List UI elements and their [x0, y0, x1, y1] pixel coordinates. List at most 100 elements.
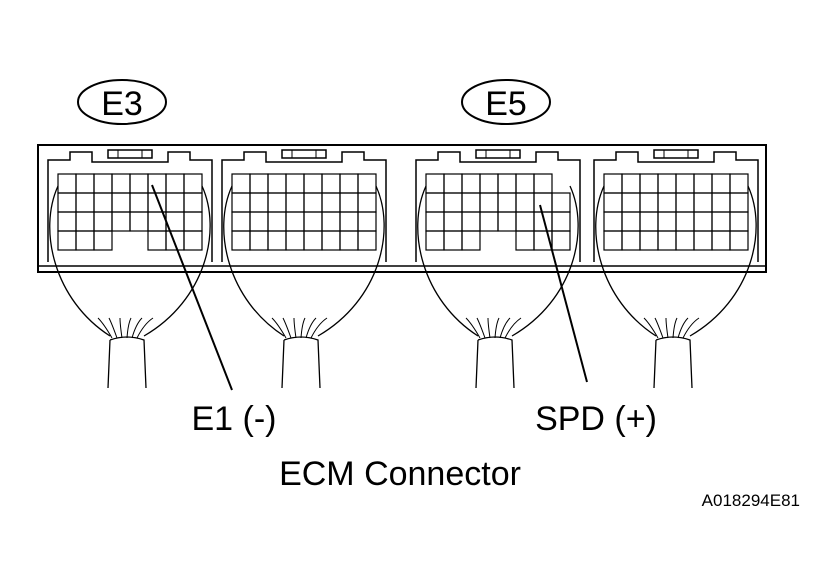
terminal-cavity [711, 173, 731, 194]
harness-bundle [281, 336, 321, 389]
terminal-cavity [183, 173, 203, 194]
terminal-cavity [111, 211, 131, 232]
terminal-cavity [267, 211, 287, 232]
harness-bundle [475, 336, 515, 389]
terminal-cavity [693, 211, 713, 232]
terminal-cavity [249, 230, 269, 251]
connector-id-e5-label: E5 [485, 85, 527, 123]
terminal-cavity [639, 173, 659, 194]
terminal-cavity [321, 230, 341, 251]
terminal-cavity [621, 230, 641, 251]
terminal-cavity [479, 211, 499, 232]
connector-blocks [47, 149, 759, 262]
terminal-cavity [339, 192, 359, 213]
terminal-cavity [621, 173, 641, 194]
terminal-cavity [639, 211, 659, 232]
terminal-cavity [461, 173, 481, 194]
terminal-cavity [357, 173, 377, 194]
terminal-cavity [303, 173, 323, 194]
terminal-cavity [285, 192, 305, 213]
harness-bundle [653, 336, 693, 389]
terminal-cavity [339, 173, 359, 194]
terminal-cavity [231, 230, 251, 251]
connector-latch [475, 149, 521, 159]
terminal-cavity [497, 192, 517, 213]
terminal-cavity [183, 211, 203, 232]
terminal-cavity [285, 230, 305, 251]
terminal-cavity [321, 211, 341, 232]
terminal-cavity [111, 192, 131, 213]
terminal-cavity [129, 192, 149, 213]
terminal-cavity [461, 211, 481, 232]
terminal-cavity [165, 230, 185, 251]
connector-block-1 [47, 149, 213, 262]
harness-bundle [107, 336, 147, 389]
terminal-cavity [285, 173, 305, 194]
terminal-cavity [533, 173, 553, 194]
terminal-cavity [657, 230, 677, 251]
terminal-cavity [93, 211, 113, 232]
terminal-cavity [75, 173, 95, 194]
terminal-cavity [357, 211, 377, 232]
terminal-cavity [249, 173, 269, 194]
connector-id-e3-label: E3 [101, 85, 143, 123]
connector-block-2 [221, 149, 387, 262]
diagram-title: ECM Connector [279, 455, 521, 493]
terminal-cavity [443, 211, 463, 232]
terminal-cavity [75, 211, 95, 232]
terminal-cavity [639, 192, 659, 213]
wire-harness-1 [49, 185, 211, 389]
terminal-cavity [603, 211, 623, 232]
figure-code: A018294E81 [702, 491, 800, 510]
terminal-cavity [93, 192, 113, 213]
terminal-cavity [425, 230, 445, 251]
terminal-cavity [111, 173, 131, 194]
terminal-cavity [303, 211, 323, 232]
terminal-cavity [729, 173, 749, 194]
terminal-cavity [129, 173, 149, 194]
terminal-cavity [75, 192, 95, 213]
terminal-cavity [249, 211, 269, 232]
terminal-cavity [515, 230, 535, 251]
terminal-cavity [461, 230, 481, 251]
ecm-housing [37, 144, 767, 273]
terminal-cavity [339, 211, 359, 232]
terminal-cavity [515, 192, 535, 213]
terminal-cavity [693, 173, 713, 194]
terminal-cavity [321, 173, 341, 194]
connector-latch [107, 149, 153, 159]
terminal-cavity [165, 173, 185, 194]
terminal-cavity [303, 230, 323, 251]
terminal-cavity [285, 211, 305, 232]
terminal-cavity [515, 211, 535, 232]
terminal-cavity [711, 211, 731, 232]
spd-terminal-label: SPD (+) [535, 400, 657, 438]
terminal-cavity [165, 192, 185, 213]
terminal-cavity [183, 230, 203, 251]
terminal-cavity [657, 173, 677, 194]
terminal-cavity [551, 230, 571, 251]
terminal-cavity [57, 173, 77, 194]
connector-id-e5: E5 [461, 79, 551, 125]
terminal-cavity [639, 230, 659, 251]
terminal-cavity [711, 192, 731, 213]
terminal-cavity [729, 192, 749, 213]
terminal-cavity [621, 192, 641, 213]
terminal-cavity [533, 192, 553, 213]
connector-block-3 [415, 149, 581, 262]
terminal-cavity [93, 173, 113, 194]
terminal-cavity [603, 192, 623, 213]
terminal-cavity [57, 230, 77, 251]
wire-harness-2 [223, 185, 385, 389]
terminal-cavity [57, 192, 77, 213]
connector-id-e3: E3 [77, 79, 167, 125]
terminal-cavity [693, 230, 713, 251]
terminal-cavity [303, 192, 323, 213]
connector-block-4 [593, 149, 759, 262]
terminal-cavity [497, 211, 517, 232]
terminal-cavity [675, 230, 695, 251]
terminal-cavity [357, 230, 377, 251]
terminal-cavity [267, 173, 287, 194]
terminal-cavity [729, 230, 749, 251]
e1-terminal-label: E1 (-) [192, 400, 277, 438]
